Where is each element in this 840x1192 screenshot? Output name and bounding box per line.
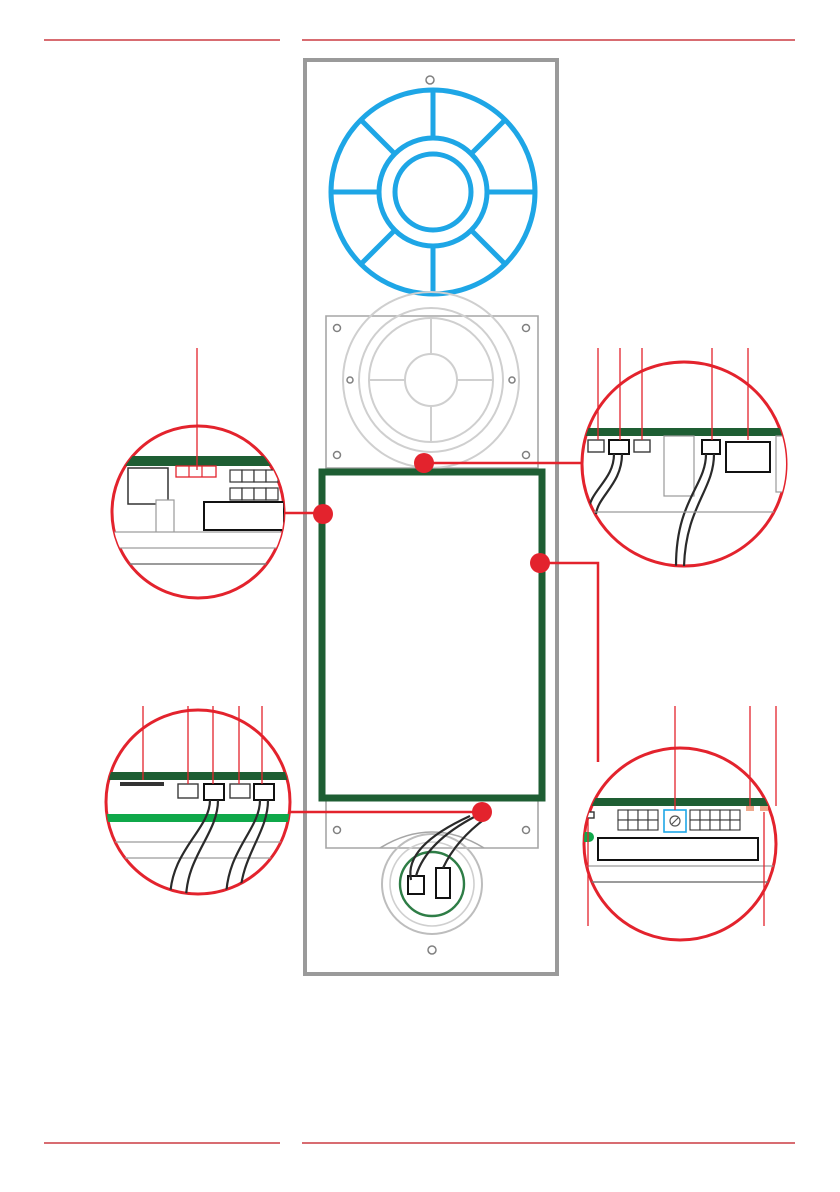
detail-left bbox=[110, 348, 290, 598]
detail-bottom-right bbox=[576, 706, 786, 940]
anchor-dot-right bbox=[530, 553, 550, 573]
detail-bottom-left bbox=[106, 706, 290, 900]
front-panel bbox=[305, 60, 557, 974]
anchor-dot-left bbox=[313, 504, 333, 524]
detail-top-right bbox=[576, 348, 792, 566]
anchor-dot-top bbox=[414, 453, 434, 473]
panel-screw-top bbox=[426, 76, 434, 84]
panel-screw-bottom bbox=[428, 946, 436, 954]
anchor-dot-bottom bbox=[472, 802, 492, 822]
